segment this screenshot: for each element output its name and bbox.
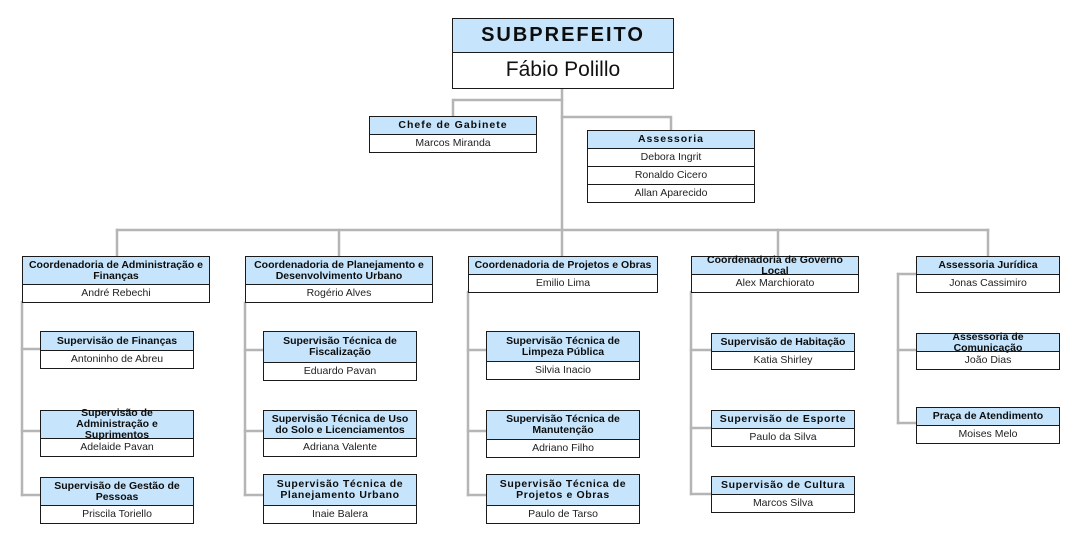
assessoria-juridica-box: Assessoria Jurídica Jonas Cassimiro [916, 256, 1060, 293]
coordenadoria-name: Rogério Alves [306, 287, 372, 299]
supervisao-name: Adelaide Pavan [80, 441, 154, 453]
supervisao-title: Supervisão de Esporte [712, 411, 854, 429]
chefe-gabinete-box: Chefe de Gabinete Marcos Miranda [369, 116, 537, 153]
subprefeito-title: SUBPREFEITO [453, 19, 673, 53]
coordenadoria-title: Assessoria Jurídica [917, 257, 1059, 275]
assessoria-comunicacao-box: Assessoria de Comunicação João Dias [916, 331, 1060, 370]
supervisao-title: Supervisão de Finanças [41, 332, 193, 351]
supervisao-name: Katia Shirley [753, 354, 813, 366]
supervisao-name: Silvia Inacio [534, 364, 592, 376]
supervisao-box: Supervisão Técnica de Projetos e Obras P… [486, 474, 640, 524]
supervisao-name: Adriano Filho [532, 442, 594, 454]
supervisao-name: Marcos Silva [752, 497, 814, 509]
supervisao-box: Supervisão de Administração e Suprimento… [40, 408, 194, 457]
supervisao-title: Supervisão Técnica de Projetos e Obras [487, 475, 639, 506]
supervisao-box: Supervisão de Finanças Antoninho de Abre… [40, 331, 194, 369]
supervisao-title: Praça de Atendimento [917, 408, 1059, 426]
chefe-gabinete-title: Chefe de Gabinete [370, 117, 536, 135]
supervisao-name: Moises Melo [958, 428, 1018, 440]
supervisao-title: Supervisão Técnica de Uso do Solo e Lice… [264, 411, 416, 439]
supervisao-title: Supervisão de Cultura [712, 477, 854, 495]
supervisao-title: Supervisão Técnica de Manutenção [487, 411, 639, 440]
supervisao-name: Eduardo Pavan [303, 365, 377, 377]
supervisao-name: João Dias [964, 354, 1012, 366]
coordenadoria-title: Coordenadoria de Projetos e Obras [469, 257, 657, 275]
supervisao-title: Supervisão de Administração e Suprimento… [41, 408, 193, 441]
coordenadoria-governo-box: Coordenadoria de Governo Local Alex Marc… [691, 254, 859, 293]
supervisao-name: Adriana Valente [303, 441, 377, 453]
assessoria-member: Ronaldo Cicero [588, 166, 754, 184]
coordenadoria-planejamento-box: Coordenadoria de Planejamento e Desenvol… [245, 256, 433, 303]
praca-atendimento-box: Praça de Atendimento Moises Melo [916, 407, 1060, 444]
coordenadoria-administracao-box: Coordenadoria de Administração e Finança… [22, 256, 210, 303]
supervisao-box: Supervisão Técnica de Planejamento Urban… [263, 474, 417, 524]
coordenadoria-projetos-box: Coordenadoria de Projetos e Obras Emilio… [468, 256, 658, 293]
supervisao-title: Assessoria de Comunicação [917, 331, 1059, 353]
assessoria-box: Assessoria Debora Ingrit Ronaldo Cicero … [587, 130, 755, 203]
supervisao-box: Supervisão Técnica de Limpeza Pública Si… [486, 331, 640, 380]
supervisao-box: Supervisão Técnica de Manutenção Adriano… [486, 410, 640, 458]
supervisao-title: Supervisão Técnica de Fiscalização [264, 332, 416, 363]
supervisao-name: Priscila Toriello [82, 508, 152, 520]
supervisao-title: Supervisão de Habitação [712, 334, 854, 352]
supervisao-box: Supervisão Técnica de Uso do Solo e Lice… [263, 410, 417, 457]
chefe-gabinete-name: Marcos Miranda [415, 137, 491, 149]
coordenadoria-name: André Rebechi [81, 287, 151, 299]
supervisao-box: Supervisão de Gestão de Pessoas Priscila… [40, 477, 194, 524]
supervisao-name: Paulo da Silva [749, 431, 817, 443]
supervisao-title: Supervisão Técnica de Limpeza Pública [487, 332, 639, 362]
supervisao-box: Supervisão de Esporte Paulo da Silva [711, 410, 855, 447]
supervisao-title: Supervisão Técnica de Planejamento Urban… [264, 475, 416, 506]
supervisao-name: Inaie Balera [311, 508, 369, 520]
supervisao-box: Supervisão de Cultura Marcos Silva [711, 476, 855, 513]
coordenadoria-name: Emilio Lima [535, 277, 591, 289]
subprefeito-box: SUBPREFEITO Fábio Polillo [452, 18, 674, 89]
supervisao-name: Paulo de Tarso [528, 508, 598, 520]
assessoria-member: Allan Aparecido [588, 184, 754, 202]
supervisao-box: Supervisão de Habitação Katia Shirley [711, 333, 855, 370]
assessoria-title: Assessoria [588, 131, 754, 149]
coordenadoria-name: Alex Marchiorato [735, 277, 815, 289]
subprefeito-name: Fábio Polillo [505, 58, 621, 81]
supervisao-name: Antoninho de Abreu [70, 353, 164, 365]
coordenadoria-title: Coordenadoria de Planejamento e Desenvol… [246, 257, 432, 285]
assessoria-member: Debora Ingrit [640, 151, 702, 163]
coordenadoria-name: Jonas Cassimiro [949, 277, 1027, 289]
supervisao-box: Supervisão Técnica de Fiscalização Eduar… [263, 331, 417, 381]
coordenadoria-title: Coordenadoria de Administração e Finança… [23, 257, 209, 285]
supervisao-title: Supervisão de Gestão de Pessoas [41, 478, 193, 506]
coordenadoria-title: Coordenadoria de Governo Local [692, 254, 858, 276]
